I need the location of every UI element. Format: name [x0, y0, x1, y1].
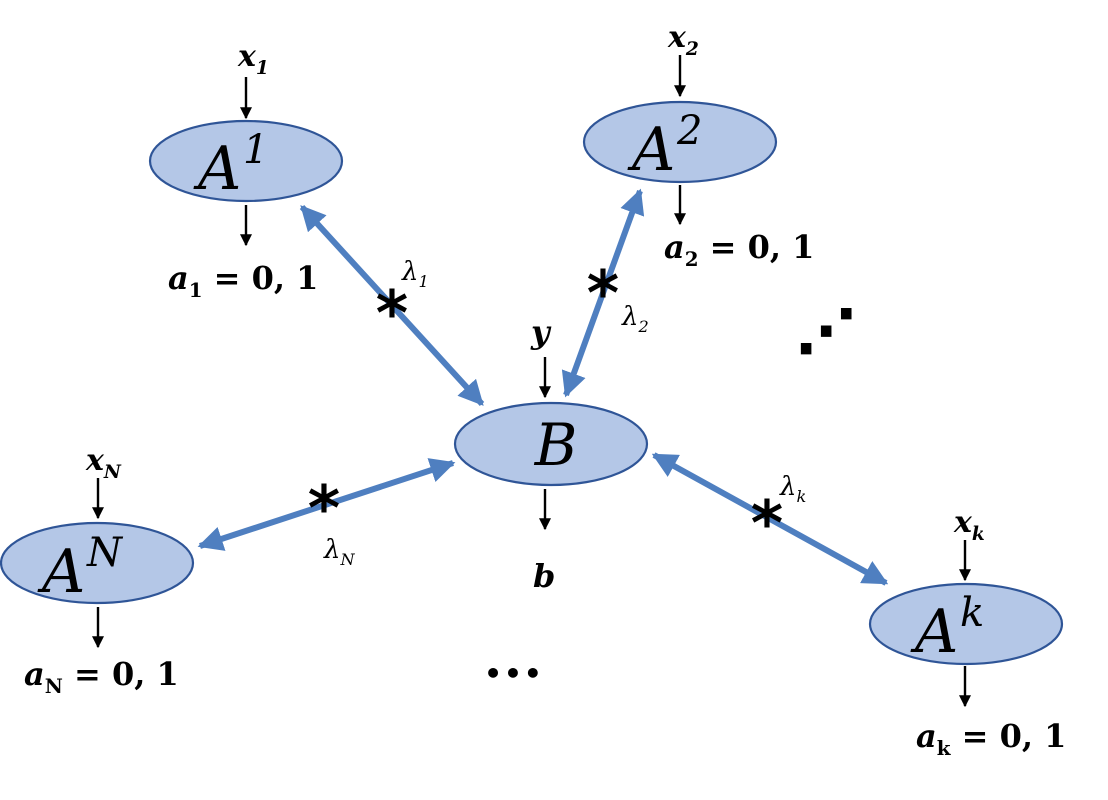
lambda-subscript: N	[339, 550, 355, 569]
input-label-Ak: xk	[953, 505, 985, 545]
link-AN-B	[197, 458, 456, 551]
node-superscript: k	[960, 590, 984, 636]
lambda-label-A1: λ1	[401, 257, 429, 291]
link-A2-B	[561, 188, 645, 398]
output-label-Ak: ak = 0, 1	[916, 717, 1066, 760]
input-symbol: x	[85, 443, 105, 478]
input-label-A1: x1	[237, 39, 269, 79]
output-label-B: b	[533, 557, 555, 595]
lambda-symbol: λ	[621, 302, 638, 332]
link-A1-B	[299, 204, 485, 407]
input-symbol: x	[237, 39, 257, 74]
output-value: = 0, 1	[63, 655, 179, 693]
lambda-subscript: 2	[637, 317, 648, 336]
lambda-subscript: k	[796, 487, 806, 506]
node-label: B	[534, 411, 578, 479]
node-A2: A 2	[582, 100, 778, 185]
node-AN: A N	[0, 521, 195, 607]
node-superscript: N	[86, 530, 124, 576]
output-subscript: 2	[685, 247, 699, 271]
input-subscript: N	[103, 462, 122, 483]
link-marker-A1: *	[376, 277, 408, 350]
input-label-AN: xN	[85, 443, 122, 483]
ellipsis-right: ⋰	[796, 297, 856, 367]
node-label: A	[37, 537, 85, 607]
output-symbol: a	[916, 717, 937, 755]
output-value: = 0, 1	[203, 259, 319, 297]
output-symbol: a	[168, 259, 189, 297]
link-marker-Ak: *	[751, 487, 783, 560]
node-ellipse	[868, 582, 1064, 666]
input-label-B: y	[530, 313, 552, 351]
node-label: A	[627, 115, 675, 185]
output-symbol: a	[24, 655, 45, 693]
lambda-symbol: λ	[401, 257, 418, 287]
node-ellipse	[582, 100, 778, 184]
lambda-symbol: λ	[323, 535, 340, 565]
input-symbol: x	[953, 505, 973, 540]
lambda-label-AN: λN	[323, 535, 355, 569]
node-ellipse	[453, 401, 649, 487]
node-Ak: A k	[868, 582, 1064, 667]
output-label-A1: a1 = 0, 1	[168, 259, 318, 302]
lambda-label-A2: λ2	[621, 302, 649, 336]
node-label: A	[910, 597, 958, 667]
node-ellipse	[148, 119, 344, 203]
lambda-subscript: 1	[418, 272, 428, 291]
output-subscript: 1	[189, 278, 203, 302]
input-subscript: 1	[256, 58, 269, 79]
output-symbol: b	[533, 557, 555, 595]
output-value: = 0, 1	[950, 717, 1066, 755]
ellipsis-bottom: •••	[484, 657, 544, 690]
node-B: B	[453, 401, 649, 487]
link-Ak-B	[651, 452, 889, 586]
input-subscript: 2	[685, 39, 699, 60]
output-label-AN: aN = 0, 1	[24, 655, 179, 698]
link-marker-A2: *	[587, 257, 619, 330]
node-superscript: 2	[676, 108, 702, 154]
input-symbol: x	[667, 20, 687, 55]
input-symbol: y	[530, 313, 552, 351]
node-label: A	[193, 134, 241, 204]
input-label-A2: x2	[667, 20, 699, 60]
output-label-A2: a2 = 0, 1	[664, 228, 814, 271]
node-superscript: 1	[243, 127, 268, 173]
lambda-label-Ak: λk	[779, 472, 806, 506]
input-subscript: k	[972, 524, 985, 545]
lambda-symbol: λ	[779, 472, 796, 502]
output-subscript: k	[937, 736, 952, 760]
node-ellipse	[0, 521, 195, 605]
output-value: = 0, 1	[699, 228, 815, 266]
link-marker-AN: *	[308, 472, 340, 545]
output-symbol: a	[664, 228, 685, 266]
node-A1: A 1	[148, 119, 344, 204]
output-subscript: N	[45, 674, 63, 698]
